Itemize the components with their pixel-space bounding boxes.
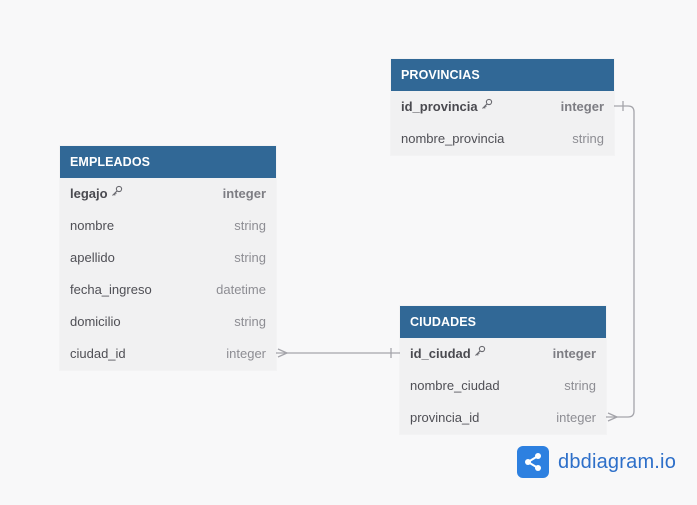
- field-row[interactable]: ciudad_id integer: [60, 338, 276, 370]
- field-type: string: [572, 131, 604, 146]
- key-icon: [474, 337, 486, 369]
- field-row[interactable]: legajo integer: [60, 178, 276, 210]
- field-name: legajo: [70, 186, 108, 201]
- field-name: nombre: [70, 218, 115, 233]
- table-provincias[interactable]: PROVINCIAS id_provincia integer nombre_p…: [391, 59, 614, 155]
- field-type: integer: [222, 186, 266, 201]
- field-name: apellido: [70, 250, 115, 265]
- table-header[interactable]: CIUDADES: [400, 306, 606, 338]
- field-type: integer: [556, 410, 596, 425]
- logo-text: dbdiagram.io: [558, 450, 677, 473]
- field-type: integer: [226, 346, 266, 361]
- field-row[interactable]: fecha_ingreso datetime: [60, 274, 276, 306]
- field-type: string: [564, 378, 596, 393]
- dbdiagram-logo[interactable]: dbdiagram.io: [517, 446, 676, 478]
- table-ciudades[interactable]: CIUDADES id_ciudad integer nombre_ciudad…: [400, 306, 606, 434]
- many-end-marker: [607, 412, 619, 422]
- field-type: string: [234, 314, 266, 329]
- table-empleados[interactable]: EMPLEADOS legajo integer nombre string a…: [60, 146, 276, 370]
- field-name: domicilio: [70, 314, 121, 329]
- field-row[interactable]: domicilio string: [60, 306, 276, 338]
- field-name: ciudad_id: [70, 346, 126, 361]
- field-type: string: [234, 250, 266, 265]
- field-type: integer: [560, 99, 604, 114]
- field-row[interactable]: id_ciudad integer: [400, 338, 606, 370]
- field-type: integer: [552, 346, 596, 361]
- key-icon: [481, 90, 493, 122]
- table-header[interactable]: EMPLEADOS: [60, 146, 276, 178]
- field-name: id_ciudad: [410, 346, 471, 361]
- table-header[interactable]: PROVINCIAS: [391, 59, 614, 91]
- share-icon: [517, 446, 549, 478]
- relation-ciudades-provincias[interactable]: [606, 105, 635, 418]
- field-name: fecha_ingreso: [70, 282, 152, 297]
- field-row[interactable]: id_provincia integer: [391, 91, 614, 123]
- field-name: nombre_provincia: [401, 131, 505, 146]
- many-end-marker: [277, 348, 289, 358]
- field-name: provincia_id: [410, 410, 480, 425]
- field-type: string: [234, 218, 266, 233]
- field-name: id_provincia: [401, 99, 478, 114]
- field-type: datetime: [216, 282, 266, 297]
- field-row[interactable]: nombre string: [60, 210, 276, 242]
- field-row[interactable]: nombre_ciudad string: [400, 370, 606, 402]
- key-icon: [111, 177, 123, 209]
- field-row[interactable]: apellido string: [60, 242, 276, 274]
- field-name: nombre_ciudad: [410, 378, 500, 393]
- field-row[interactable]: provincia_id integer: [400, 402, 606, 434]
- field-row[interactable]: nombre_provincia string: [391, 123, 614, 155]
